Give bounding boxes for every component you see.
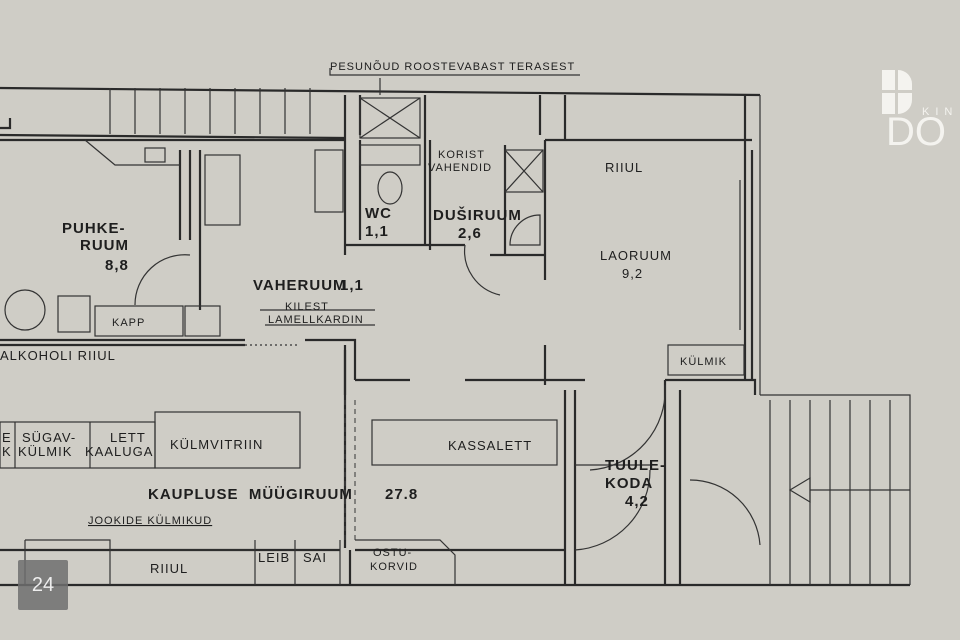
sai-label: SAI — [303, 550, 327, 565]
kulmik-label: KÜLMIK — [680, 356, 727, 368]
partial-label-2: K — [2, 444, 12, 459]
vaheruum-name: VAHERUUM — [253, 277, 347, 294]
korist-line1: KORIST — [438, 149, 485, 161]
kapp-label: KAPP — [112, 317, 145, 329]
logo-subtext: KIN — [922, 106, 959, 118]
myygiruum-name: KAUPLUSE MÜÜGIRUUM — [148, 486, 353, 503]
watermark-badge: 24 — [18, 560, 68, 610]
myygiruum-area: 27.8 — [385, 486, 418, 503]
wc-area: 1,1 — [365, 223, 389, 240]
tuulekoda-area: 4,2 — [625, 493, 649, 510]
tuulekoda-name2: KODA — [605, 475, 653, 492]
puhkeruum-name2: RUUM — [80, 237, 129, 254]
fixtures — [0, 68, 761, 585]
puhkeruum-name1: PUHKE- — [62, 220, 126, 237]
note-top: PESUNÕUD ROOSTEVABAST TERASEST — [330, 60, 575, 73]
walls — [0, 86, 911, 587]
dusiruum-area: 2,6 — [458, 225, 482, 242]
puhkeruum-area: 8,8 — [105, 257, 129, 274]
tuulekoda-name1: TUULE- — [605, 457, 666, 474]
sugav-label-2: KÜLMIK — [18, 444, 72, 459]
lett-label-2: KAALUGA — [85, 444, 153, 459]
jookide-label: JOOKIDE KÜLMIKUD — [88, 515, 212, 527]
partial-label-1: E — [2, 430, 12, 445]
logo-icon — [882, 70, 912, 114]
lamellkardin-label: LAMELLKARDIN — [268, 314, 364, 326]
riiul-bottom: RIIUL — [150, 561, 188, 576]
kassalett-label: KASSALETT — [448, 438, 532, 453]
alkoholi-riiul-label: ALKOHOLI RIIUL — [0, 348, 116, 363]
watermark-logo: DO KIN — [882, 70, 960, 152]
kulmvitriin-label: KÜLMVITRIIN — [170, 437, 263, 452]
logo-text: DO — [886, 110, 946, 154]
vaheruum-area: 1,1 — [340, 277, 364, 294]
ostu-label-1: OSTU- — [373, 547, 412, 559]
sugav-label-1: SÜGAV- — [22, 430, 76, 445]
laoruum-area: 9,2 — [622, 266, 643, 281]
laoruum-name: LAORUUM — [600, 248, 672, 263]
lett-label-1: LETT — [110, 430, 146, 445]
kilest-label: KILEST — [285, 301, 329, 313]
leib-label: LEIB — [258, 550, 290, 565]
wc-name: WC — [365, 205, 392, 222]
dusiruum-name: DUŠIRUUM — [433, 206, 522, 224]
ostu-label-2: KORVID — [370, 561, 418, 573]
riiul-top: RIIUL — [605, 160, 643, 175]
korist-line2: VAHENDID — [428, 162, 492, 174]
